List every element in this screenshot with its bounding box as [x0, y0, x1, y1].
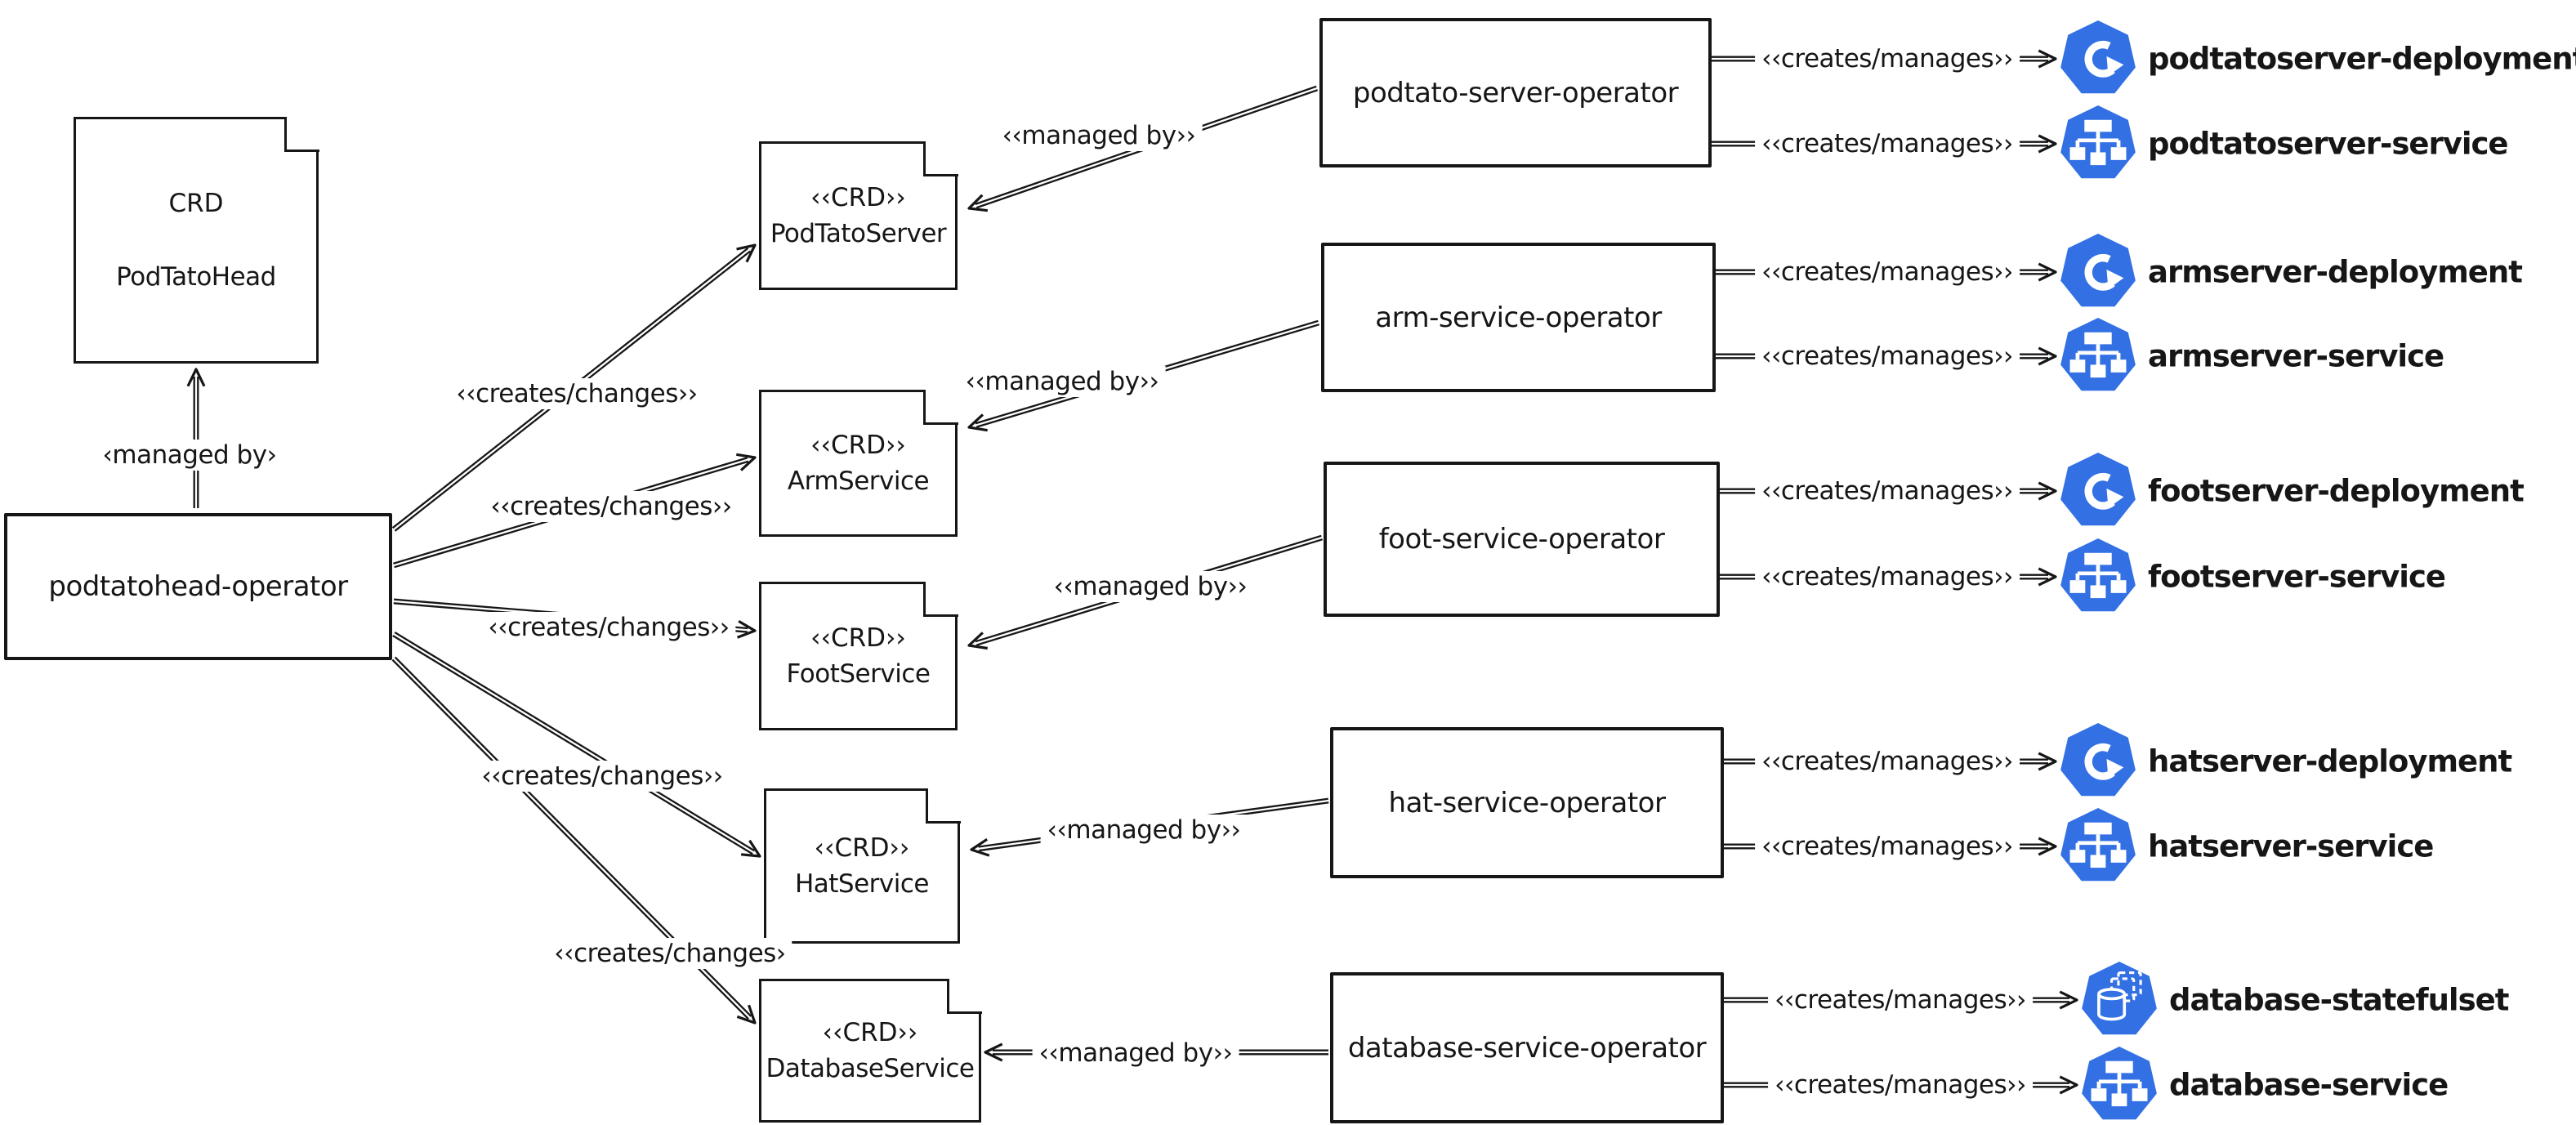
resource-label: hatserver-deployment	[2148, 743, 2512, 779]
node-title: hat-service-operator	[1388, 786, 1666, 819]
resource-podtatoserver-deployment	[2060, 20, 2136, 100]
node-title: database-service-operator	[1347, 1031, 1707, 1065]
crd-node-hatservice: ‹‹CRD›› HatService	[764, 788, 961, 944]
node-stereotype: ‹‹CRD››	[810, 431, 906, 460]
resource-armserver-service	[2060, 318, 2136, 398]
resource-label: armserver-deployment	[2148, 254, 2523, 290]
document-fold-icon	[922, 581, 958, 617]
deployment-icon	[2060, 20, 2136, 94]
node-title: HatService	[794, 869, 930, 899]
edge-label-managed-by-3: ‹‹managed by››	[1040, 815, 1248, 846]
deployment-icon	[2060, 234, 2136, 307]
document-fold-icon	[925, 788, 961, 824]
resource-hatserver-service	[2060, 808, 2136, 888]
resource-label: hatserver-service	[2148, 828, 2434, 864]
resource-label: footserver-service	[2148, 559, 2446, 595]
crd-node-databaseservice: ‹‹CRD›› DatabaseService	[759, 978, 982, 1123]
node-title: arm-service-operator	[1375, 301, 1662, 334]
resource-label: database-service	[2169, 1067, 2449, 1103]
node-title: ArmService	[787, 467, 930, 496]
service-icon	[2060, 538, 2136, 612]
edge-label-creates-manages-7: ‹‹creates/manages››	[1755, 831, 2020, 862]
resource-label: armserver-service	[2148, 338, 2444, 374]
service-icon	[2060, 105, 2136, 179]
edge-label-creates-manages-9: ‹‹creates/manages››	[1768, 1069, 2033, 1100]
resource-footserver-deployment	[2060, 453, 2136, 533]
node-stereotype: ‹‹CRD››	[822, 1018, 918, 1047]
edge-label-creates-manages-5: ‹‹creates/manages››	[1755, 561, 2020, 592]
service-icon	[2060, 808, 2136, 882]
resource-armserver-deployment	[2060, 234, 2136, 314]
resource-label: podtatoserver-service	[2148, 126, 2509, 162]
resource-label: footserver-deployment	[2148, 473, 2525, 509]
service-icon	[2060, 318, 2136, 391]
document-fold-icon	[283, 116, 319, 152]
edge-creates-changes-3	[392, 632, 761, 858]
edge-label-creates-manages-8: ‹‹creates/manages››	[1768, 984, 2033, 1016]
node-title: FootService	[786, 659, 931, 689]
edge-label-creates-manages-0: ‹‹creates/manages››	[1755, 43, 2020, 74]
node-title: podtato-server-operator	[1352, 76, 1679, 109]
operator-node-podtatohead: podtatohead-operator	[4, 513, 392, 660]
edge-label-creates-changes-1: ‹‹creates/changes››	[484, 491, 739, 522]
edge-label-creates-manages-4: ‹‹creates/manages››	[1755, 475, 2020, 507]
crd-node-footservice: ‹‹CRD›› FootService	[759, 581, 958, 730]
resource-database-service	[2081, 1047, 2158, 1125]
node-stereotype: ‹‹CRD››	[810, 623, 906, 653]
node-stereotype: ‹‹CRD››	[810, 183, 906, 212]
operator-node-podtato-server-operator: podtato-server-operator	[1319, 18, 1712, 167]
operator-node-arm-service-operator: arm-service-operator	[1321, 243, 1716, 392]
edge-label-managed-by-4: ‹‹managed by››	[1032, 1038, 1239, 1069]
edge-root-managed-by	[186, 368, 206, 508]
crd-node-podtatohead: CRD PodTatoHead	[74, 116, 319, 364]
node-title: PodTatoServer	[770, 219, 947, 248]
deployment-icon	[2060, 453, 2136, 526]
edge-label-creates-changes-4: ‹‹creates/changes›	[547, 938, 792, 969]
resource-podtatoserver-service	[2060, 105, 2136, 185]
document-fold-icon	[922, 141, 958, 176]
edge-label-managed-by-2: ‹‹managed by››	[1047, 571, 1254, 602]
edge-label-creates-manages-3: ‹‹creates/manages››	[1755, 341, 2020, 372]
crd-node-podtatoserver: ‹‹CRD›› PodTatoServer	[759, 141, 958, 290]
node-stereotype: ‹‹CRD››	[814, 833, 910, 863]
node-title: podtatohead-operator	[48, 570, 348, 603]
node-title: foot-service-operator	[1378, 523, 1665, 556]
resource-database-statefulset	[2081, 962, 2158, 1042]
node-stereotype: CRD	[168, 189, 224, 218]
statefulset-icon	[2082, 962, 2157, 1035]
edge-label-managed-by-1: ‹‹managed by››	[958, 366, 1166, 397]
edge-label-managed-by-0: ‹‹managed by››	[995, 120, 1203, 151]
resource-hatserver-deployment	[2060, 723, 2136, 803]
deployment-icon	[2060, 723, 2136, 797]
resource-label: database-statefulset	[2169, 982, 2509, 1018]
edge-label-managed-by-root: ‹managed by›	[96, 440, 283, 471]
document-fold-icon	[922, 389, 958, 425]
edge-label-creates-manages-6: ‹‹creates/manages››	[1755, 746, 2020, 777]
resource-label: podtatoserver-deployment	[2148, 41, 2576, 77]
service-icon	[2082, 1047, 2157, 1120]
operator-node-foot-service-operator: foot-service-operator	[1324, 462, 1720, 617]
edge-label-creates-manages-2: ‹‹creates/manages››	[1755, 257, 2020, 288]
node-title: PodTatoHead	[116, 262, 276, 292]
edge-label-creates-changes-3: ‹‹creates/changes››	[475, 761, 730, 792]
edge-label-creates-manages-1: ‹‹creates/manages››	[1755, 128, 2020, 159]
edge-label-creates-changes-2: ‹‹creates/changes››	[481, 612, 736, 643]
operator-node-hat-service-operator: hat-service-operator	[1330, 727, 1724, 878]
operator-node-database-service-operator: database-service-operator	[1330, 972, 1724, 1123]
node-title: DatabaseService	[766, 1054, 975, 1083]
crd-node-armservice: ‹‹CRD›› ArmService	[759, 389, 958, 537]
document-fold-icon	[946, 978, 982, 1014]
edge-label-creates-changes-0: ‹‹creates/changes››	[449, 378, 704, 409]
resource-footserver-service	[2060, 538, 2136, 618]
